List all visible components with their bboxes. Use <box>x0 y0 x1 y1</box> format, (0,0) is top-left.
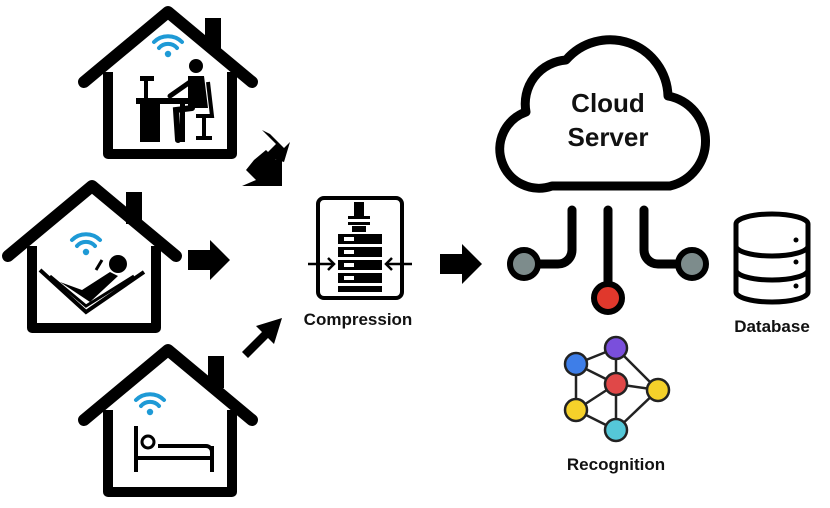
node-right <box>675 247 709 281</box>
arrow-icon <box>188 240 230 280</box>
wifi-icon <box>134 392 166 418</box>
arrow-icon <box>242 318 282 358</box>
house-office-icon <box>78 6 258 159</box>
wifi-icon <box>152 34 184 60</box>
database-label: Database <box>734 317 810 336</box>
cloud-connectors <box>507 205 709 315</box>
neural-graph-icon: Recognition <box>563 335 671 474</box>
wifi-icon <box>70 232 102 258</box>
cloud-icon: Cloud Server <box>495 35 710 193</box>
node-left <box>507 247 541 281</box>
cloud-label-line2: Server <box>568 122 649 152</box>
recognition-label: Recognition <box>567 455 665 474</box>
house-bed-icon <box>78 344 258 497</box>
database-icon: Database <box>733 211 811 336</box>
compression-label: Compression <box>304 310 413 329</box>
node-bottom <box>591 281 625 315</box>
compressor-icon: Compression <box>304 196 413 329</box>
house-hammock-icon <box>2 180 182 333</box>
cloud-label-line1: Cloud <box>571 88 645 118</box>
arrow-icon <box>242 146 282 186</box>
arrow-icon <box>440 244 482 284</box>
moon-icon <box>182 404 200 423</box>
